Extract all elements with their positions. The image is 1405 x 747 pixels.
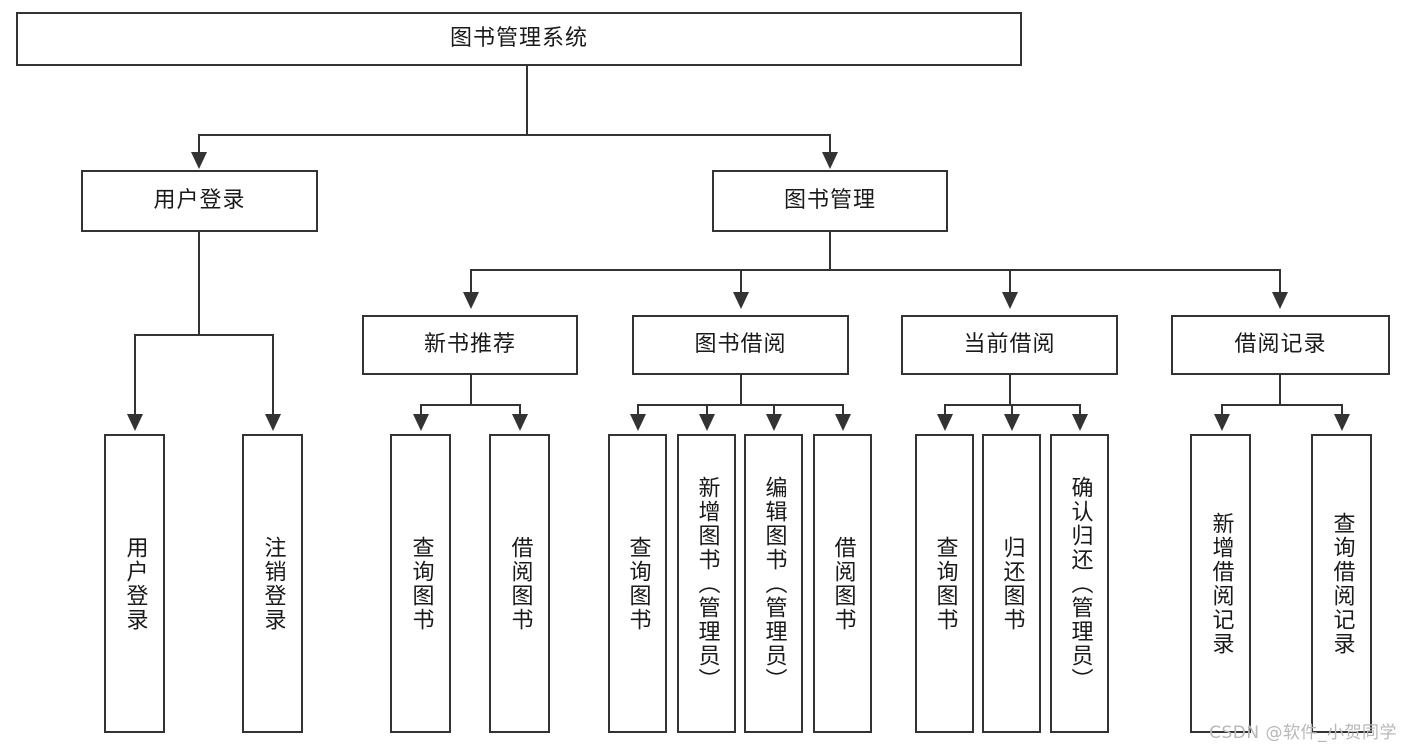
node-user-login-label: 用户登录 bbox=[153, 187, 246, 213]
connector-borrow-record-bar bbox=[1221, 404, 1343, 406]
connector-bb-drop-3 bbox=[773, 404, 775, 418]
connector-bb-drop-1 bbox=[637, 404, 639, 418]
connector-cb-drop-2 bbox=[1011, 404, 1013, 418]
connector-br-drop-1 bbox=[1221, 404, 1223, 418]
connector-bb-drop-4 bbox=[842, 404, 844, 418]
leaf-cb-confirm-return[interactable]: 确认归还（管理员） bbox=[1050, 434, 1109, 733]
arrow-bb-leaf-2 bbox=[699, 414, 715, 431]
connector-user-login-bar bbox=[134, 334, 274, 336]
connector-user-login-drop-2 bbox=[272, 334, 274, 418]
node-current-borrow-label: 当前借阅 bbox=[963, 331, 1056, 357]
arrow-nb-leaf-2 bbox=[512, 414, 528, 431]
node-user-login[interactable]: 用户登录 bbox=[81, 170, 318, 232]
node-borrow-record[interactable]: 借阅记录 bbox=[1171, 315, 1390, 375]
leaf-bb-add-book-label: 新增图书（管理员） bbox=[694, 475, 720, 692]
leaf-bb-edit-book[interactable]: 编辑图书（管理员） bbox=[744, 434, 803, 733]
connector-book-manage-stem bbox=[829, 232, 831, 270]
connector-br-drop-2 bbox=[1341, 404, 1343, 418]
node-new-book-recommend[interactable]: 新书推荐 bbox=[362, 315, 578, 375]
leaf-cb-query-book-label: 查询图书 bbox=[932, 535, 958, 632]
arrow-to-new-book bbox=[463, 292, 479, 309]
leaf-nb-borrow-book[interactable]: 借阅图书 bbox=[489, 434, 550, 733]
connector-borrow-record-stem bbox=[1279, 375, 1281, 406]
node-borrow-record-label: 借阅记录 bbox=[1234, 331, 1327, 357]
leaf-logout-label: 注销登录 bbox=[260, 535, 286, 632]
leaf-user-login-label: 用户登录 bbox=[122, 535, 148, 632]
arrow-to-current-borrow bbox=[1002, 292, 1018, 309]
node-book-borrow-label: 图书借阅 bbox=[694, 331, 787, 357]
node-book-manage[interactable]: 图书管理 bbox=[712, 170, 948, 232]
arrow-cb-leaf-1 bbox=[937, 414, 953, 431]
leaf-bb-query-book-label: 查询图书 bbox=[625, 535, 651, 632]
arrow-to-borrow-record bbox=[1272, 292, 1288, 309]
leaf-nb-query-book-label: 查询图书 bbox=[408, 535, 434, 632]
node-current-borrow[interactable]: 当前借阅 bbox=[901, 315, 1118, 375]
leaf-nb-query-book[interactable]: 查询图书 bbox=[390, 434, 451, 733]
connector-root-drop-1 bbox=[198, 134, 200, 156]
arrow-br-leaf-1 bbox=[1214, 414, 1230, 431]
connector-user-login-drop-1 bbox=[134, 334, 136, 418]
connector-new-book-drop-1 bbox=[420, 404, 422, 418]
leaf-bb-query-book[interactable]: 查询图书 bbox=[608, 434, 667, 733]
connector-bb-drop-2 bbox=[706, 404, 708, 418]
connector-book-borrow-stem bbox=[740, 375, 742, 406]
leaf-nb-borrow-book-label: 借阅图书 bbox=[507, 535, 533, 632]
arrow-nb-leaf-1 bbox=[413, 414, 429, 431]
connector-root-bar bbox=[198, 134, 830, 136]
arrow-to-leaf-logout bbox=[265, 414, 281, 431]
node-book-manage-label: 图书管理 bbox=[783, 187, 876, 213]
connector-root-stem bbox=[526, 66, 528, 135]
arrow-cb-leaf-3 bbox=[1072, 414, 1088, 431]
connector-cb-drop-3 bbox=[1079, 404, 1081, 418]
leaf-cb-return-book[interactable]: 归还图书 bbox=[982, 434, 1041, 733]
leaf-br-add-record[interactable]: 新增借阅记录 bbox=[1190, 434, 1251, 733]
connector-user-login-stem bbox=[198, 232, 200, 336]
node-root-label: 图书管理系统 bbox=[449, 25, 588, 51]
arrow-to-user-login bbox=[191, 152, 207, 169]
leaf-bb-edit-book-label: 编辑图书（管理员） bbox=[761, 475, 787, 692]
leaf-logout[interactable]: 注销登录 bbox=[242, 434, 303, 733]
connector-book-manage-drop-3 bbox=[1009, 269, 1011, 295]
leaf-cb-return-book-label: 归还图书 bbox=[999, 535, 1025, 632]
connector-root-drop-2 bbox=[829, 134, 831, 156]
arrow-bb-leaf-4 bbox=[835, 414, 851, 431]
connector-book-manage-drop-1 bbox=[470, 269, 472, 295]
connector-new-book-stem bbox=[470, 375, 472, 406]
node-book-borrow[interactable]: 图书借阅 bbox=[632, 315, 849, 375]
leaf-br-query-record-label: 查询借阅记录 bbox=[1329, 511, 1355, 656]
connector-cb-drop-1 bbox=[944, 404, 946, 418]
arrow-br-leaf-2 bbox=[1334, 414, 1350, 431]
leaf-bb-add-book[interactable]: 新增图书（管理员） bbox=[677, 434, 736, 733]
arrow-to-book-manage bbox=[822, 152, 838, 169]
leaf-cb-query-book[interactable]: 查询图书 bbox=[915, 434, 974, 733]
leaf-br-query-record[interactable]: 查询借阅记录 bbox=[1311, 434, 1372, 733]
connector-current-borrow-stem bbox=[1009, 375, 1011, 406]
connector-new-book-bar bbox=[420, 404, 521, 406]
watermark: CSDN @软件_小贺同学 bbox=[1209, 723, 1397, 743]
arrow-cb-leaf-2 bbox=[1004, 414, 1020, 431]
arrow-bb-leaf-3 bbox=[766, 414, 782, 431]
connector-book-manage-drop-4 bbox=[1279, 269, 1281, 295]
arrow-to-leaf-user-login bbox=[127, 414, 143, 431]
leaf-bb-borrow-book-label: 借阅图书 bbox=[830, 535, 856, 632]
leaf-user-login[interactable]: 用户登录 bbox=[104, 434, 165, 733]
connector-book-manage-bar bbox=[470, 269, 1281, 271]
leaf-br-add-record-label: 新增借阅记录 bbox=[1208, 511, 1234, 656]
connector-book-manage-drop-2 bbox=[740, 269, 742, 295]
node-new-book-recommend-label: 新书推荐 bbox=[423, 331, 516, 357]
arrow-to-book-borrow bbox=[733, 292, 749, 309]
arrow-bb-leaf-1 bbox=[630, 414, 646, 431]
connector-book-borrow-bar bbox=[637, 404, 843, 406]
node-root[interactable]: 图书管理系统 bbox=[16, 12, 1022, 66]
connector-new-book-drop-2 bbox=[519, 404, 521, 418]
leaf-bb-borrow-book[interactable]: 借阅图书 bbox=[813, 434, 872, 733]
leaf-cb-confirm-return-label: 确认归还（管理员） bbox=[1067, 475, 1093, 692]
